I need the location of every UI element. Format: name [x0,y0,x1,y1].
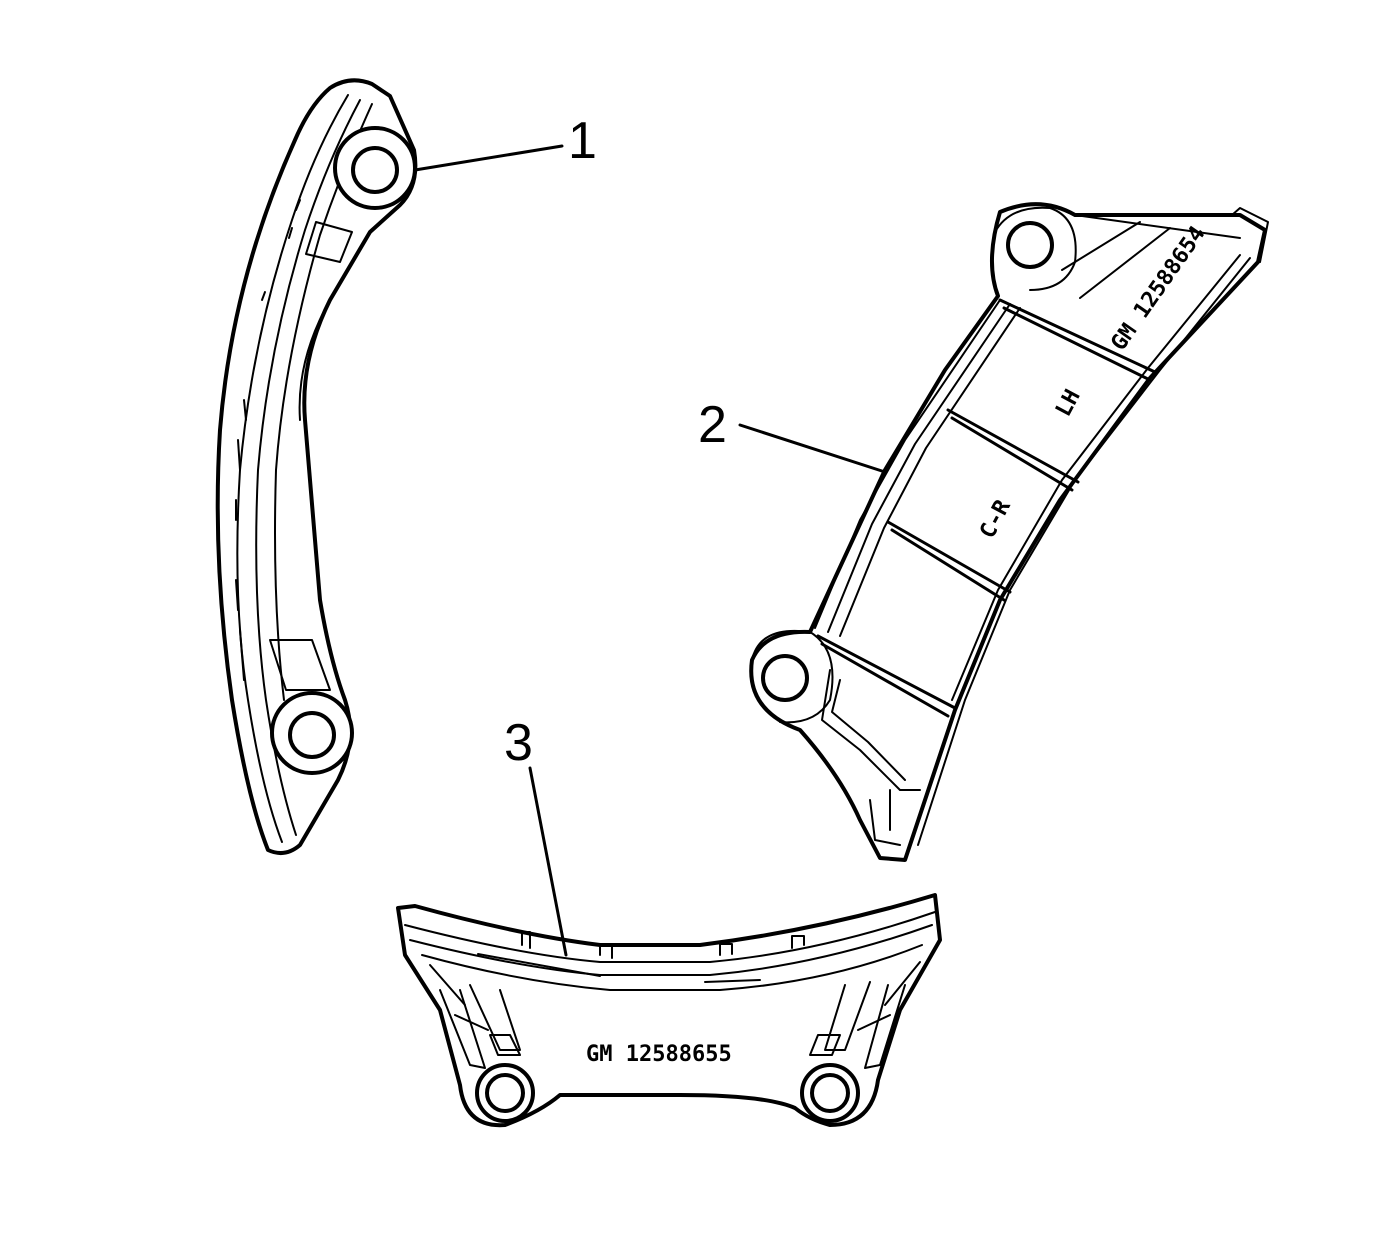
callout-3-label: 3 [504,714,533,772]
callout-2: 2 [698,396,887,474]
part-3-part-number: GM 12588655 [586,1042,732,1067]
callout-1-label: 1 [568,112,597,170]
svg-text:GM 12588655: GM 12588655 [586,1042,732,1067]
callout-3: 3 [504,714,568,957]
part-1-chain-guide [215,78,418,856]
part-2-chain-guide: GM 12588654 LH C-R [749,202,1269,862]
part-3-chain-guide: GM 12588655 [396,893,942,1128]
callout-2-label: 2 [698,396,727,454]
callout-1: 1 [413,112,597,172]
